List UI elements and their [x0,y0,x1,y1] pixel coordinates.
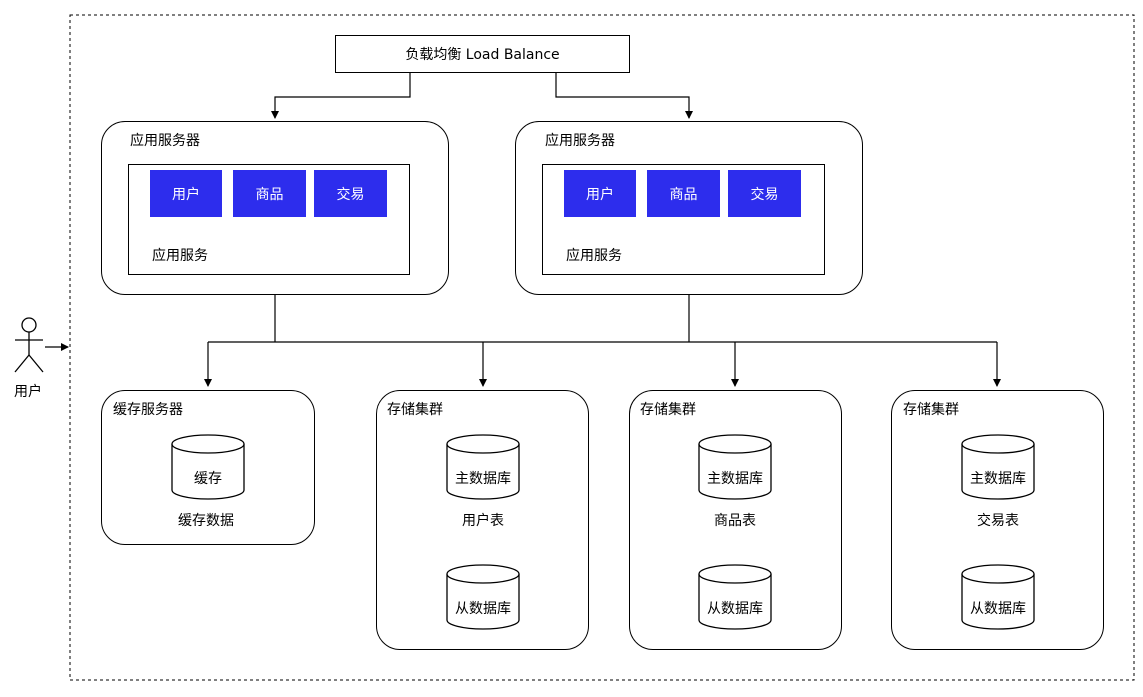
cylinder-icon [171,434,245,500]
lb-to-app-server-2-connector [555,72,693,119]
storage-1-slave-label: 从数据库 [455,601,511,617]
app-service-1-label: 应用服务 [152,248,208,264]
storage-3-master-db[interactable]: 主数据库 [961,434,1035,500]
storage-cluster-3-title: 存储集群 [903,402,959,418]
cylinder-icon [961,564,1035,630]
module-product-1[interactable]: 商品 [233,170,306,217]
cache-caption: 缓存数据 [178,513,234,529]
cylinder-icon [961,434,1035,500]
cache-db-label: 缓存 [194,471,222,487]
storage-1-slave-db[interactable]: 从数据库 [446,564,520,630]
storage-3-caption: 交易表 [977,513,1019,529]
storage-cluster-2-title: 存储集群 [640,402,696,418]
lb-to-app-server-1-connector [271,72,411,119]
module-user-2[interactable]: 用户 [564,170,636,217]
storage-2-master-label: 主数据库 [707,471,763,487]
module-user-1[interactable]: 用户 [150,170,222,217]
cylinder-icon [446,564,520,630]
cache-db[interactable]: 缓存 [171,434,245,500]
stick-figure-icon [14,317,44,373]
storage-2-master-db[interactable]: 主数据库 [698,434,772,500]
app-service-2-label: 应用服务 [566,248,622,264]
storage-1-caption: 用户表 [462,513,504,529]
app-server-2-title: 应用服务器 [545,133,615,149]
module-product-2[interactable]: 商品 [647,170,720,217]
storage-cluster-1-title: 存储集群 [387,402,443,418]
storage-1-master-label: 主数据库 [455,471,511,487]
storage-2-caption: 商品表 [714,513,756,529]
cache-server-title: 缓存服务器 [113,402,183,418]
cylinder-icon [698,434,772,500]
load-balancer-box[interactable]: 负载均衡 Load Balance [335,35,630,73]
storage-3-slave-label: 从数据库 [970,601,1026,617]
storage-2-slave-db[interactable]: 从数据库 [698,564,772,630]
storage-3-master-label: 主数据库 [970,471,1026,487]
storage-2-slave-label: 从数据库 [707,601,763,617]
storage-1-master-db[interactable]: 主数据库 [446,434,520,500]
actor-label: 用户 [14,384,42,400]
load-balancer-label: 负载均衡 Load Balance [405,47,560,63]
storage-3-slave-db[interactable]: 从数据库 [961,564,1035,630]
cylinder-icon [446,434,520,500]
module-trade-2[interactable]: 交易 [728,170,801,217]
app-server-1-title: 应用服务器 [130,133,200,149]
cylinder-icon [698,564,772,630]
module-trade-1[interactable]: 交易 [314,170,387,217]
